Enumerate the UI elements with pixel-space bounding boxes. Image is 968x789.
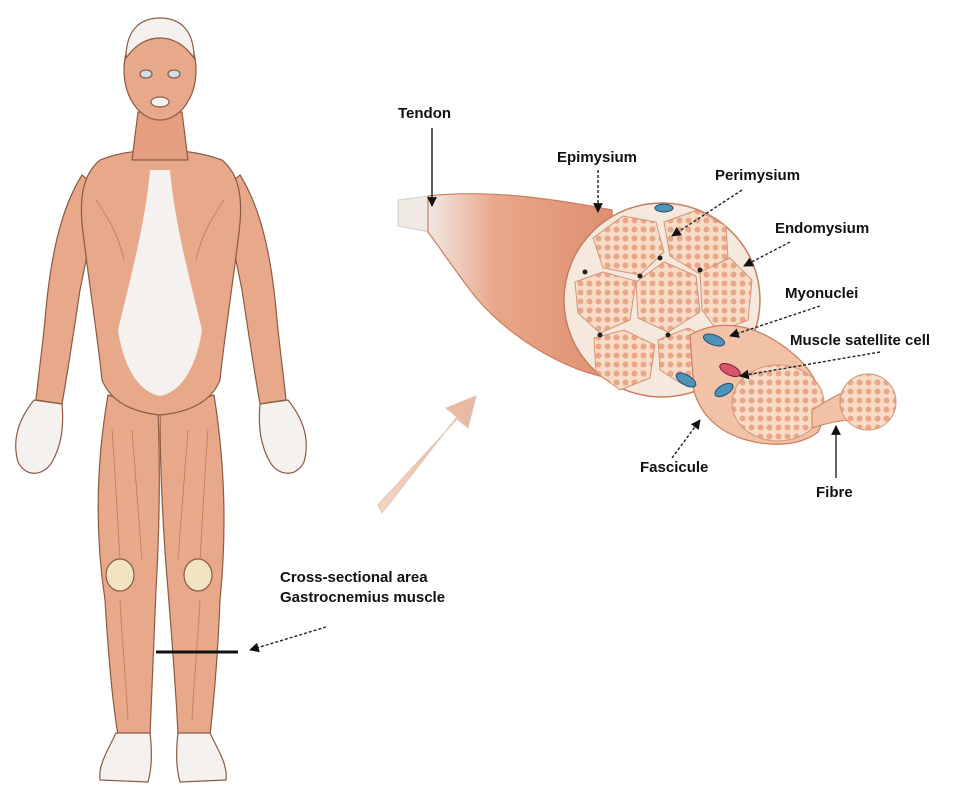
right-knee — [184, 559, 212, 591]
mouth — [151, 97, 169, 107]
label-epimysium: Epimysium — [557, 149, 637, 166]
left-hand — [16, 400, 63, 473]
label-csa-line1: Cross-sectional area — [280, 569, 428, 586]
label-satellite-cell: Muscle satellite cell — [790, 332, 930, 349]
left-foot — [100, 733, 152, 782]
label-endomysium: Endomysium — [775, 220, 869, 237]
label-fascicule: Fascicule — [640, 459, 708, 476]
right-hand — [259, 400, 306, 473]
fascicle-end — [732, 365, 824, 441]
label-myonuclei: Myonuclei — [785, 285, 858, 302]
label-tendon: Tendon — [398, 105, 451, 122]
human-muscle-figure — [16, 18, 307, 782]
right-foot — [177, 733, 227, 782]
zoom-arrow — [378, 396, 476, 513]
fibre-end — [840, 374, 896, 430]
left-knee — [106, 559, 134, 591]
myonucleus — [655, 204, 673, 212]
right-eye — [168, 70, 180, 78]
label-fibre: Fibre — [816, 484, 853, 501]
tendon — [398, 196, 430, 232]
left-eye — [140, 70, 152, 78]
label-csa-line2: Gastrocnemius muscle — [280, 589, 445, 606]
label-perimysium: Perimysium — [715, 167, 800, 184]
